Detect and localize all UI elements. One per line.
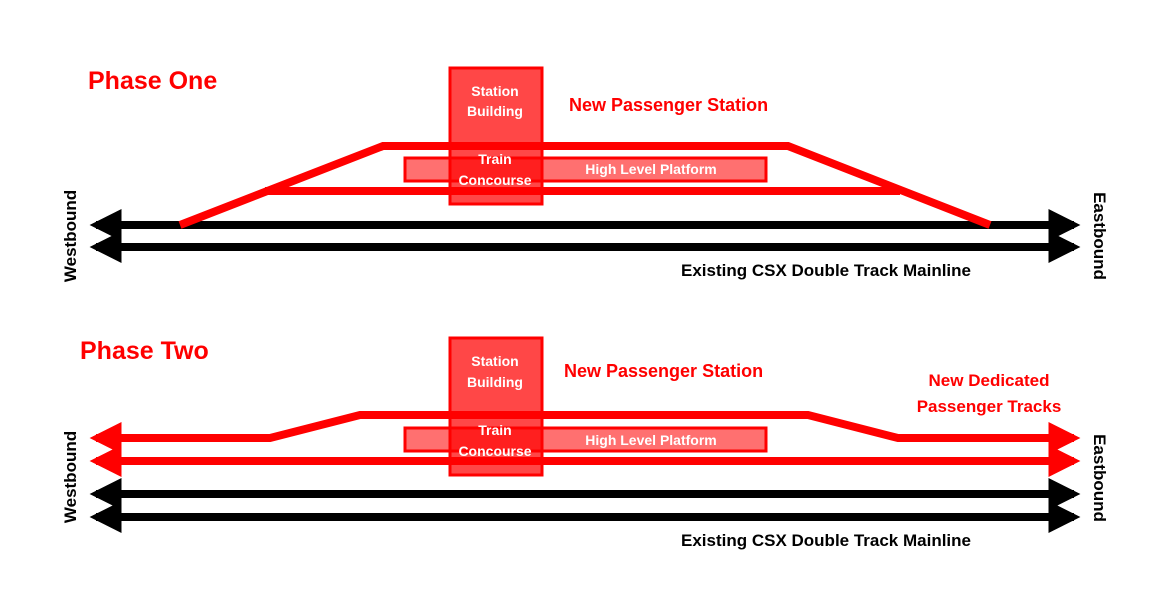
station-building [448,336,544,477]
dedicated-track-1 [89,411,1081,454]
eastbound-label: Eastbound [1090,192,1109,280]
train-concourse-label-1: Train [478,422,511,438]
new-station-label: New Passenger Station [564,361,763,381]
dedicated-tracks-label-1: New Dedicated [929,371,1050,390]
dedicated-tracks-label-2: Passenger Tracks [917,397,1062,416]
station-building-label-1: Station [471,353,518,369]
platform-label: High Level Platform [585,161,716,177]
phase-one-title: Phase One [88,67,217,95]
phase-two: Phase Two High Level Platform Station Bu… [61,336,1109,550]
new-station-label: New Passenger Station [569,95,768,115]
westbound-label: Westbound [61,431,80,523]
phase-two-title: Phase Two [80,337,209,365]
train-concourse-label-1: Train [478,151,511,167]
train-concourse-label-2: Concourse [458,172,531,188]
station-building-label-2: Building [467,374,523,390]
mainline-label: Existing CSX Double Track Mainline [681,261,971,280]
platform-label: High Level Platform [585,432,716,448]
mainline-label: Existing CSX Double Track Mainline [681,531,971,550]
station-siding-outer [178,142,992,229]
eastbound-label: Eastbound [1090,434,1109,522]
train-concourse-label-2: Concourse [458,443,531,459]
phase-one: Phase One High Level Platform Station Bu… [61,66,1109,282]
station-building-label-2: Building [467,103,523,119]
station-building [448,66,544,206]
westbound-label: Westbound [61,190,80,282]
station-building-label-1: Station [471,83,518,99]
